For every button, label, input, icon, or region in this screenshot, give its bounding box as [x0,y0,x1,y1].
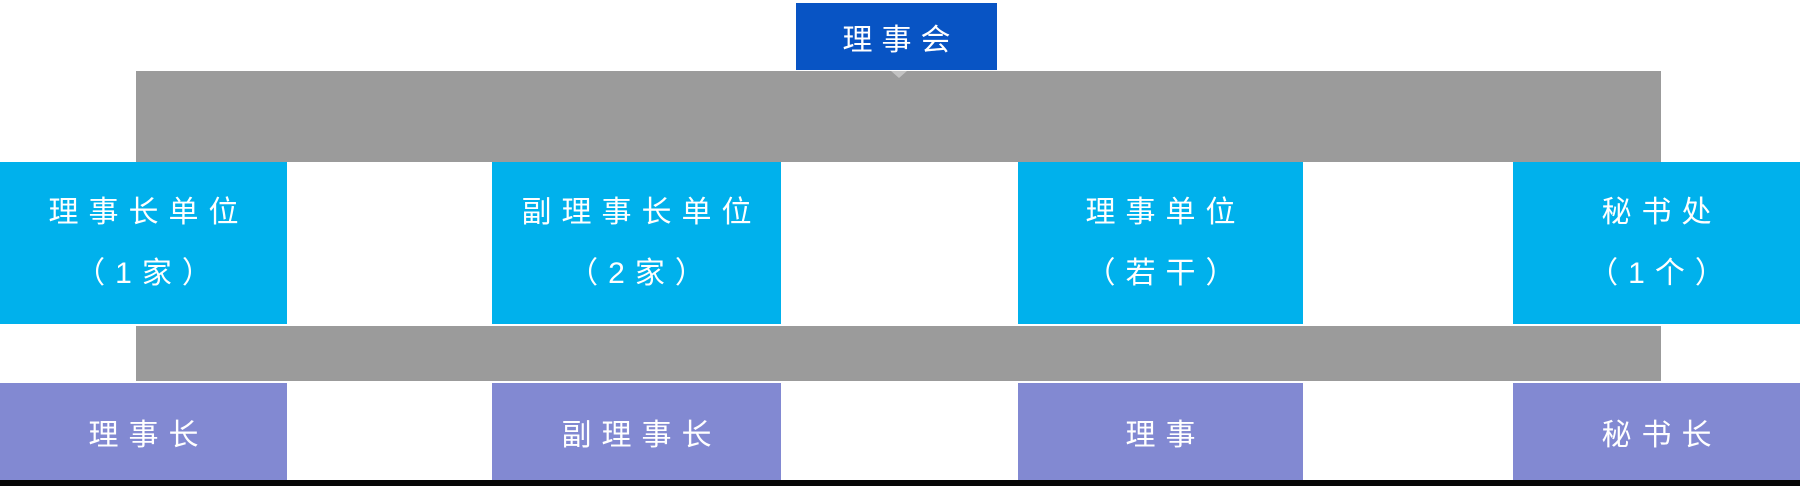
node-secretariat: 秘书处 （1个） [1513,162,1800,324]
node-vice-chairman: 副理事长 [492,383,781,480]
node-director-unit: 理事单位 （若干） [1018,162,1303,324]
node-director-label: 理事 [1125,418,1206,452]
connector-bar-bottom [136,326,1661,381]
node-vice-chairman-unit-line1: 副理事长单位 [521,196,762,229]
node-chairman-label: 理事长 [88,418,209,452]
node-secretary-general: 秘书长 [1513,383,1800,480]
node-chairman: 理事长 [0,383,287,480]
node-chairman-unit-line2: （1家） [75,257,222,290]
node-secretariat-line2: （1个） [1588,257,1735,290]
connector-bar-top [136,71,1661,162]
node-board-of-directors: 理事会 [796,3,997,70]
node-director-unit-line1: 理事单位 [1085,196,1246,229]
node-board-label: 理事会 [842,23,960,57]
node-director-unit-line2: （若干） [1085,257,1246,290]
bottom-border [0,480,1800,486]
node-director: 理事 [1018,383,1303,480]
down-arrow-icon [891,71,907,78]
node-vice-chairman-unit-line2: （2家） [568,257,715,290]
node-secretary-general-label: 秘书长 [1601,418,1722,452]
node-chairman-unit-line1: 理事长单位 [48,196,249,229]
node-vice-chairman-label: 副理事长 [561,418,722,452]
node-secretariat-line1: 秘书处 [1601,196,1722,229]
node-vice-chairman-unit: 副理事长单位 （2家） [492,162,781,324]
node-chairman-unit: 理事长单位 （1家） [0,162,287,324]
